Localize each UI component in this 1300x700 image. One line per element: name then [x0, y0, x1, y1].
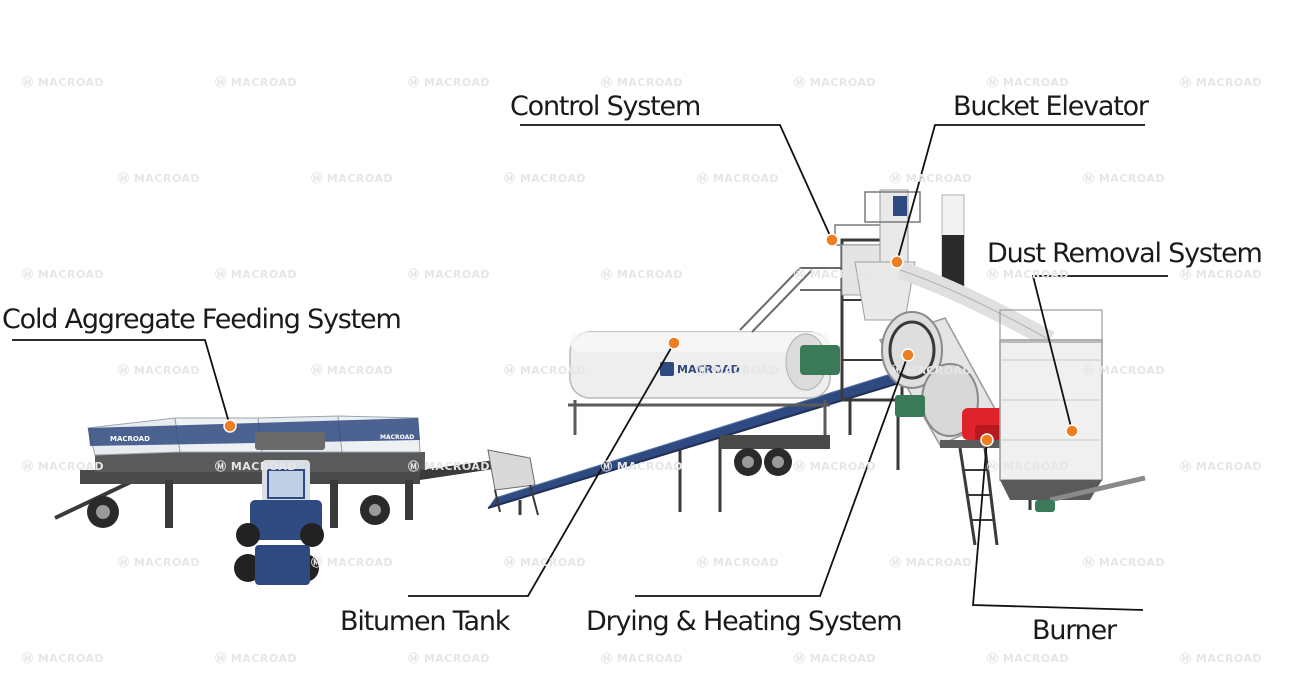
- brand-watermark: Ⓜ MACROAD: [22, 268, 105, 281]
- label-drying-heating-system: Drying & Heating System: [586, 606, 903, 637]
- brand-watermark: Ⓜ MACROAD: [22, 76, 105, 89]
- brand-watermark: Ⓜ MACROAD: [794, 460, 877, 473]
- brand-watermark: Ⓜ MACROAD: [408, 460, 491, 473]
- brand-watermark: Ⓜ MACROAD: [504, 364, 587, 377]
- callout-dot-dust: [1065, 424, 1079, 438]
- brand-watermark: Ⓜ MACROAD: [1083, 172, 1166, 185]
- baghouse: [999, 309, 1146, 512]
- hopper-brand-text-right: MACROAD: [380, 434, 414, 441]
- brand-watermark: Ⓜ MACROAD: [1180, 652, 1263, 665]
- label-bitumen-tank: Bitumen Tank: [340, 606, 510, 637]
- callout-dot-cold: [223, 419, 237, 433]
- leader-burner: [972, 439, 1144, 611]
- callout-leaders: [12, 124, 1168, 611]
- callout-dots: [223, 233, 1079, 447]
- brand-watermark: Ⓜ MACROAD: [504, 556, 587, 569]
- callout-dot-bucket: [890, 255, 904, 269]
- brand-watermark: Ⓜ MACROAD: [794, 76, 877, 89]
- brand-watermark: Ⓜ MACROAD: [1083, 364, 1166, 377]
- label-cold-aggregate-feeding-system: Cold Aggregate Feeding System: [2, 304, 402, 335]
- brand-watermark: Ⓜ MACROAD: [408, 652, 491, 665]
- brand-watermark: Ⓜ MACROAD: [890, 172, 973, 185]
- brand-watermark: Ⓜ MACROAD: [215, 268, 298, 281]
- brand-watermark: Ⓜ MACROAD: [601, 76, 684, 89]
- callout-dot-drying: [901, 348, 915, 362]
- tank-brand-text: MACROAD: [677, 363, 740, 376]
- label-burner: Burner: [1032, 615, 1117, 646]
- brand-watermark: Ⓜ MACROAD: [601, 460, 684, 473]
- brand-watermark: Ⓜ MACROAD: [697, 364, 780, 377]
- brand-watermark: Ⓜ MACROAD: [118, 364, 201, 377]
- brand-watermark: Ⓜ MACROAD: [118, 556, 201, 569]
- brand-watermark: Ⓜ MACROAD: [215, 76, 298, 89]
- brand-watermark: Ⓜ MACROAD: [987, 460, 1070, 473]
- callout-dot-bitumen: [667, 336, 681, 350]
- brand-watermark: Ⓜ MACROAD: [311, 172, 394, 185]
- leader-dust: [1031, 275, 1168, 432]
- callout-dot-burner: [980, 433, 994, 447]
- brand-watermark: Ⓜ MACROAD: [1180, 268, 1263, 281]
- leader-bitumen: [408, 342, 675, 597]
- brand-watermark: Ⓜ MACROAD: [601, 652, 684, 665]
- brand-watermark: Ⓜ MACROAD: [987, 76, 1070, 89]
- brand-watermark: Ⓜ MACROAD: [311, 364, 394, 377]
- callout-dot-control: [825, 233, 839, 247]
- brand-watermark: Ⓜ MACROAD: [697, 556, 780, 569]
- brand-watermark: Ⓜ MACROAD: [601, 268, 684, 281]
- leader-cold: [12, 339, 231, 427]
- brand-watermark: Ⓜ MACROAD: [215, 460, 298, 473]
- leader-control: [520, 124, 833, 241]
- brand-watermark: Ⓜ MACROAD: [22, 460, 105, 473]
- leader-drying: [635, 354, 909, 597]
- label-bucket-elevator: Bucket Elevator: [953, 91, 1149, 122]
- wheel-loader: [234, 432, 325, 585]
- bitumen-tank: MACROAD: [568, 331, 840, 476]
- brand-watermark: Ⓜ MACROAD: [1180, 76, 1263, 89]
- brand-watermark: Ⓜ MACROAD: [1180, 460, 1263, 473]
- brand-watermark: Ⓜ MACROAD: [987, 652, 1070, 665]
- brand-watermark: Ⓜ MACROAD: [987, 268, 1070, 281]
- label-dust-removal-system: Dust Removal System: [987, 238, 1263, 269]
- brand-watermark: Ⓜ MACROAD: [1083, 556, 1166, 569]
- brand-watermark: Ⓜ MACROAD: [794, 652, 877, 665]
- brand-watermark: Ⓜ MACROAD: [890, 556, 973, 569]
- inclined-belt-conveyor: [487, 359, 943, 516]
- brand-watermark: Ⓜ MACROAD: [794, 268, 877, 281]
- brand-watermark: Ⓜ MACROAD: [22, 652, 105, 665]
- leader-bucket: [896, 124, 1145, 263]
- hopper-brand-text: MACROAD: [110, 435, 150, 443]
- brand-watermark: Ⓜ MACROAD: [215, 652, 298, 665]
- label-control-system: Control System: [510, 91, 701, 122]
- brand-watermark: Ⓜ MACROAD: [311, 556, 394, 569]
- brand-watermark: Ⓜ MACROAD: [504, 172, 587, 185]
- brand-watermark: Ⓜ MACROAD: [408, 268, 491, 281]
- brand-watermark: Ⓜ MACROAD: [408, 76, 491, 89]
- brand-watermark: Ⓜ MACROAD: [118, 172, 201, 185]
- brand-watermark: Ⓜ MACROAD: [697, 172, 780, 185]
- brand-watermark: Ⓜ MACROAD: [890, 364, 973, 377]
